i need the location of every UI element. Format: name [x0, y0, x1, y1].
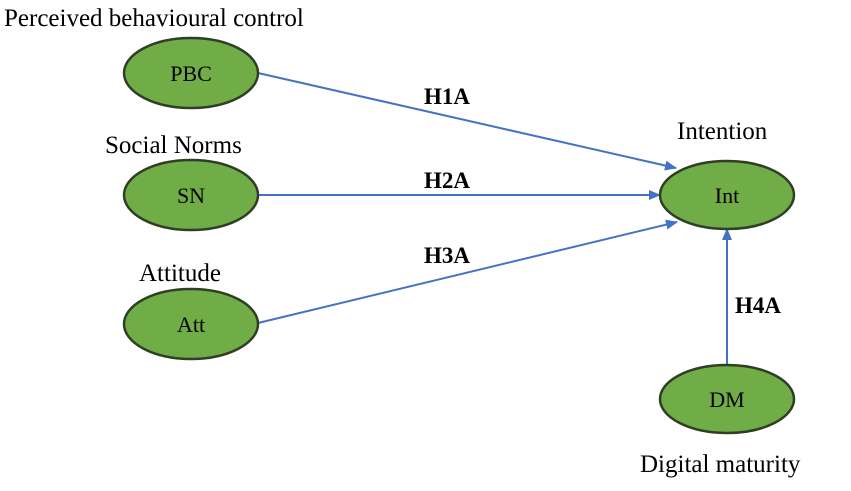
node-att-label: Att — [177, 312, 205, 337]
caption-att: Attitude — [139, 260, 221, 287]
hypothesis-label-h4: H4A — [735, 293, 781, 318]
caption-dm: Digital maturity — [640, 451, 801, 478]
node-dm-label: DM — [709, 387, 744, 412]
node-sn-label: SN — [177, 183, 205, 208]
hypothesis-label-h2: H2A — [424, 168, 470, 193]
caption-sn: Social Norms — [105, 132, 242, 159]
node-pbc-label: PBC — [170, 61, 212, 86]
node-att: Att — [122, 287, 260, 361]
caption-pbc: Perceived behavioural control — [4, 5, 304, 32]
node-int-label: Int — [715, 183, 739, 208]
hypothesis-label-h3: H3A — [424, 243, 470, 268]
node-int: Int — [658, 159, 796, 231]
node-dm: DM — [658, 363, 796, 435]
hypothesis-label-h1: H1A — [424, 84, 470, 109]
node-pbc: PBC — [122, 36, 260, 110]
node-sn: SN — [122, 158, 260, 232]
caption-int: Intention — [677, 118, 768, 145]
arrow-att-to-int — [257, 219, 678, 324]
arrow-pbc-to-int — [257, 72, 677, 171]
